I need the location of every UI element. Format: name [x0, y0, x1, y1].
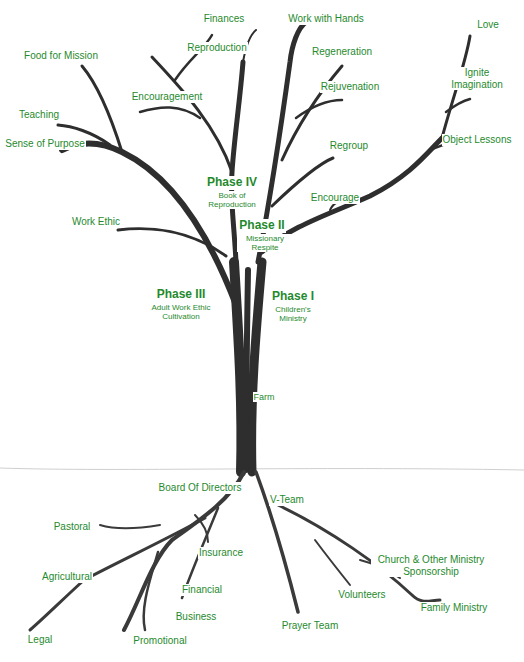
branch-label: Board Of Directors [158, 482, 243, 494]
branch-label: Rejuvenation [320, 81, 380, 93]
branch-label: Regeneration [311, 46, 373, 58]
branch-label: Children's Ministry [263, 305, 323, 323]
branch-label: Work Ethic [71, 216, 121, 228]
branch-label: Regroup [329, 140, 369, 152]
branch-label: Encouragement [131, 91, 204, 103]
branch-label: Insurance [198, 547, 244, 559]
branch-label: Teaching [18, 109, 60, 121]
branch-label: Adult Work Ethic Cultivation [134, 303, 228, 321]
phase-label: Phase III [156, 288, 207, 302]
branch-label: Ignite Imagination [443, 67, 511, 90]
ground-line [0, 468, 524, 470]
branch-label: Love [476, 19, 500, 31]
branch-label: Reproduction [186, 42, 247, 54]
tree-branches [58, 22, 470, 472]
branch-label: Work with Hands [287, 13, 364, 25]
phase-label: Phase II [238, 219, 285, 233]
branch-label: Legal [27, 634, 53, 646]
branch-label: Farm [253, 392, 276, 402]
branch-label: Book of Reproduction [204, 191, 260, 209]
branch-label: Volunteers [337, 589, 386, 601]
branch-label: Pastoral [53, 521, 92, 533]
branch-label: Food for Mission [23, 50, 99, 62]
branch-label: Object Lessons [442, 134, 513, 146]
branch-label: Prayer Team [281, 620, 340, 632]
branch-label: Sense of Purpose [4, 138, 86, 150]
branch-label: Missionary Respite [237, 234, 293, 252]
branch-label: Business [175, 611, 218, 623]
phase-label: Phase IV [206, 176, 258, 190]
branch-label: Finances [203, 13, 246, 25]
branch-label: Encourage [310, 192, 360, 204]
branch-label: Agricultural [41, 571, 93, 583]
branch-label: Promotional [132, 635, 187, 647]
branch-label: Family Ministry [420, 602, 489, 614]
branch-label: V-Team [269, 494, 305, 506]
branch-label: Financial [181, 584, 223, 596]
branch-label: Church & Other Ministry Sponsorship [371, 554, 491, 577]
tree-roots [30, 472, 440, 630]
phase-label: Phase I [271, 290, 315, 304]
